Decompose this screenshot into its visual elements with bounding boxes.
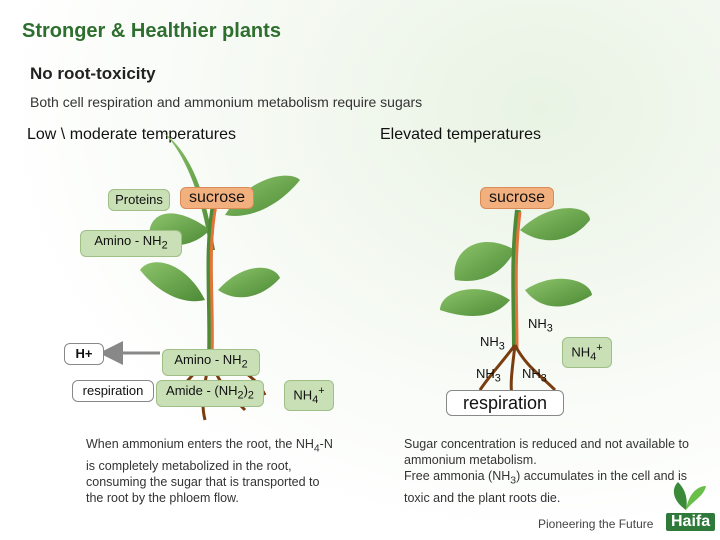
page-subtitle: No root-toxicity: [30, 64, 156, 83]
left-leaf-5: [218, 267, 280, 298]
right-nh3-b: NH3: [480, 334, 505, 353]
left-nh4-sup: +: [318, 385, 325, 397]
amino-top-text: Amino - NH: [94, 233, 162, 248]
left-leaf-4: [140, 262, 205, 302]
right-respiration-box: respiration: [446, 390, 564, 416]
nh3-c-sub: 3: [494, 372, 501, 385]
amide-sub: 2: [237, 389, 244, 402]
h-plus-box: H+: [64, 343, 104, 365]
right-leaf-2: [520, 208, 590, 241]
left-sucrose-box: sucrose: [180, 187, 254, 209]
right-body-text: Sugar concentration is reduced and not a…: [404, 436, 694, 506]
right-body-sub: 3: [510, 475, 517, 487]
right-leaf-1: [454, 241, 515, 281]
haifa-logo: Haifa: [666, 513, 716, 531]
right-body-2: Free ammonia (NH: [404, 469, 511, 483]
nh3-d-sub: 3: [540, 372, 547, 385]
right-leaf-3: [440, 289, 510, 316]
left-heading: Low \ moderate temperatures: [27, 126, 236, 143]
amide-text: Amide - (NH: [166, 383, 238, 398]
right-nh4-sub: 4: [590, 350, 597, 363]
nh3-c-text: NH: [476, 366, 495, 381]
nh3-a-sub: 3: [546, 322, 553, 335]
left-stem: [206, 199, 218, 361]
amino-top-sub: 2: [161, 239, 168, 252]
amide-sub2: 2: [247, 389, 254, 402]
nh3-d-text: NH: [522, 366, 541, 381]
intro-text: Both cell respiration and ammonium metab…: [30, 94, 423, 110]
amino-bottom-box: Amino - NH2: [162, 349, 260, 376]
right-nh4-box: NH4+: [562, 337, 612, 368]
nh3-b-text: NH: [480, 334, 499, 349]
right-stem-flow: [514, 211, 522, 351]
left-nh4-box: NH4+: [284, 380, 334, 411]
amide-close: ): [243, 383, 248, 398]
right-nh4-sup: +: [596, 342, 603, 354]
left-body-1: When ammonium enters the root, the NH: [86, 437, 314, 451]
proteins-box: Proteins: [108, 189, 170, 211]
left-stem-flow: [209, 204, 218, 361]
right-leaf-4: [525, 278, 592, 307]
left-body-text: When ammonium enters the root, the NH4-N…: [86, 436, 336, 506]
right-heading: Elevated temperatures: [380, 126, 541, 143]
left-nh4-sub: 4: [312, 393, 319, 406]
left-body-sub: 4: [313, 443, 320, 455]
right-nh3-d: NH3: [522, 366, 547, 385]
right-body-3: ) accumulates in the cell and is toxic a…: [404, 469, 687, 505]
nh3-b-sub: 3: [498, 340, 505, 353]
left-nh4-text: NH: [293, 387, 313, 403]
right-nh3-a: NH3: [528, 316, 553, 335]
amide-box: Amide - (NH2)2: [156, 380, 264, 407]
amino-bottom-text: Amino - NH: [174, 352, 242, 367]
page-title: Stronger & Healthier plants: [22, 20, 281, 42]
footer-tagline: Pioneering the Future: [538, 517, 654, 531]
right-nh3-c: NH3: [476, 366, 501, 385]
leaf-logo-icon: [673, 482, 706, 510]
left-respiration-box: respiration: [72, 380, 154, 402]
right-sucrose-box: sucrose: [480, 187, 554, 209]
right-body-1: Sugar concentration is reduced and not a…: [404, 437, 689, 467]
amino-bottom-sub: 2: [241, 358, 248, 371]
amino-top-box: Amino - NH2: [80, 230, 182, 257]
right-plant: [440, 208, 592, 396]
right-nh4-text: NH: [571, 344, 591, 360]
nh3-a-text: NH: [528, 316, 547, 331]
right-stem: [511, 209, 521, 351]
left-body-2: -N is completely metabolized in the root…: [86, 437, 333, 505]
left-plant: [99, 130, 300, 421]
